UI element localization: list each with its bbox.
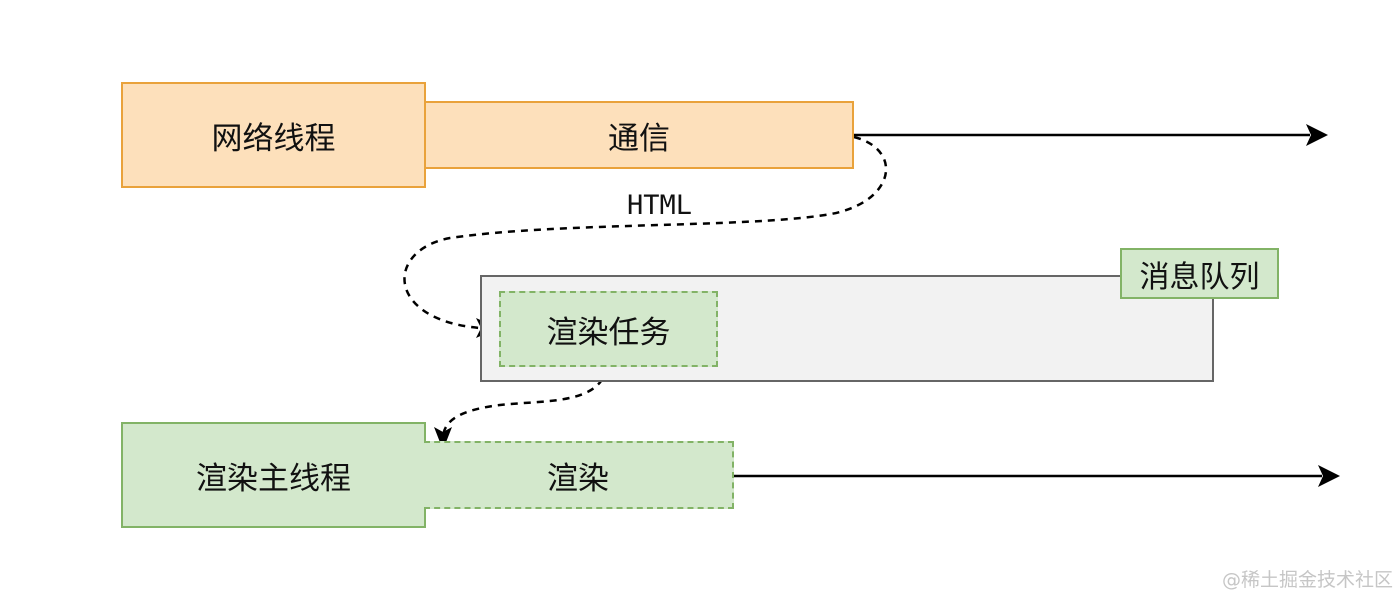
communication-label: 通信 [608,120,670,157]
render-main-thread-box: 渲染主线程 [121,422,426,528]
network-thread-label: 网络线程 [211,120,336,157]
render-timeline-arrowhead [1318,465,1340,487]
network-timeline-arrowhead [1306,124,1328,146]
render-label: 渲染 [547,460,609,497]
render-task-label: 渲染任务 [546,314,671,351]
html-dashed-connector [403,135,888,330]
html-label: HTML [627,190,693,221]
message-queue-label: 消息队列 [1139,259,1260,295]
watermark: @稀土掘金技术社区 [1221,569,1393,591]
communication-bar: 通信 [424,101,854,169]
render-main-thread-label: 渲染主线程 [196,460,351,497]
render-bar: 渲染 [424,441,734,509]
task-dashed-connector [441,366,609,437]
network-thread-box: 网络线程 [121,82,426,188]
message-queue-label-box: 消息队列 [1120,248,1279,299]
render-task-box: 渲染任务 [499,291,718,367]
task-connector-arrowhead [434,427,452,450]
